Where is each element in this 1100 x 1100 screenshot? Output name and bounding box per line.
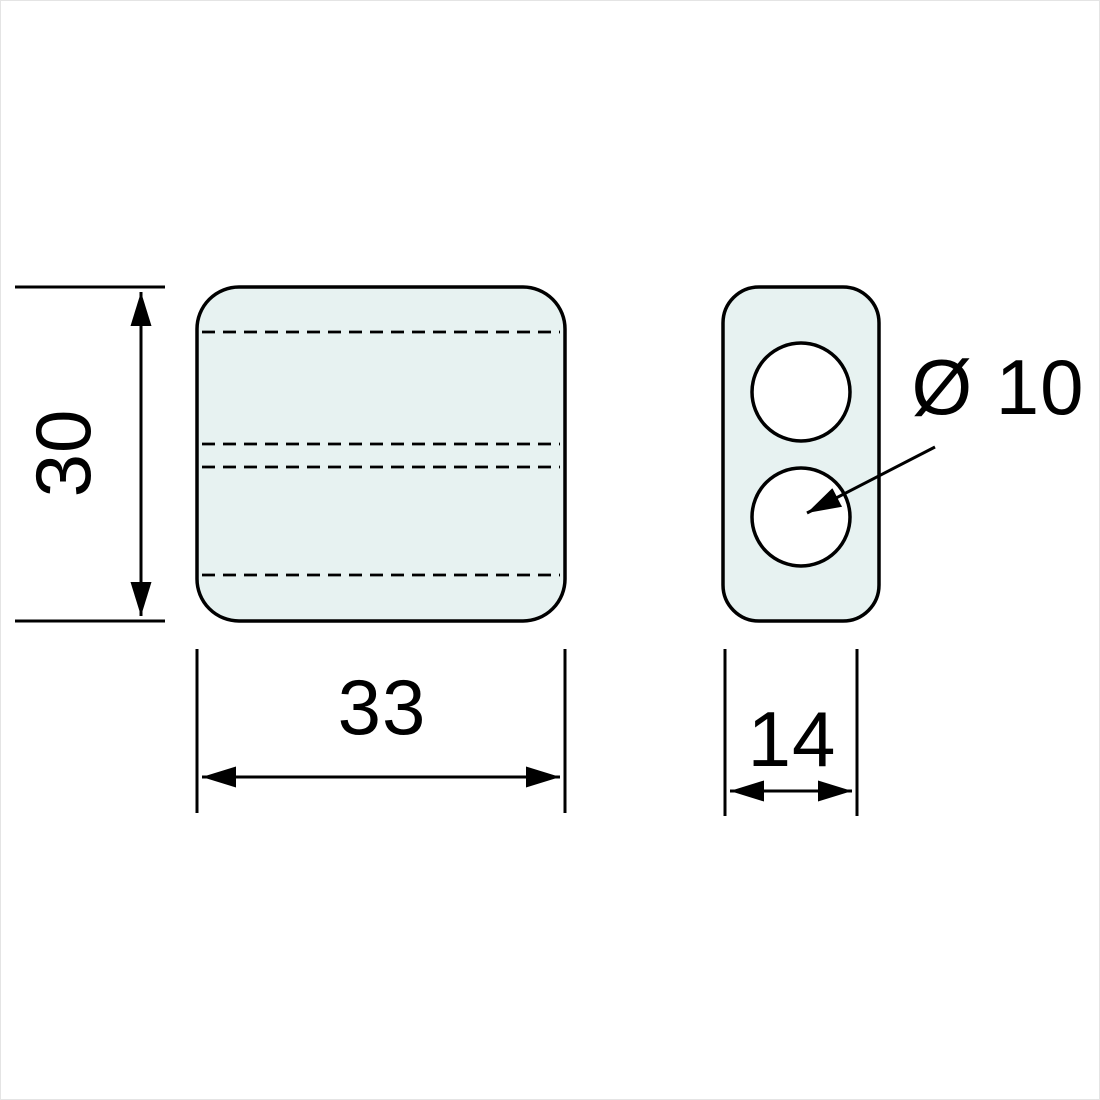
- width-dimension: [195, 649, 567, 813]
- depth-dimension: [723, 649, 859, 816]
- front-view-groove-lines: [202, 330, 560, 577]
- width-dimension-label: 33: [338, 663, 427, 751]
- hole-bottom: [750, 466, 852, 568]
- hole-leader-line: [806, 445, 936, 515]
- depth-dimension-label: 14: [748, 695, 837, 783]
- front-view-outline: [195, 285, 567, 623]
- side-view-outline: [721, 285, 881, 623]
- height-dimension-label: 30: [19, 409, 107, 498]
- hole-diameter-label: Ø 10: [911, 343, 1084, 431]
- height-dimension: [15, 285, 165, 623]
- hole-top: [750, 341, 852, 443]
